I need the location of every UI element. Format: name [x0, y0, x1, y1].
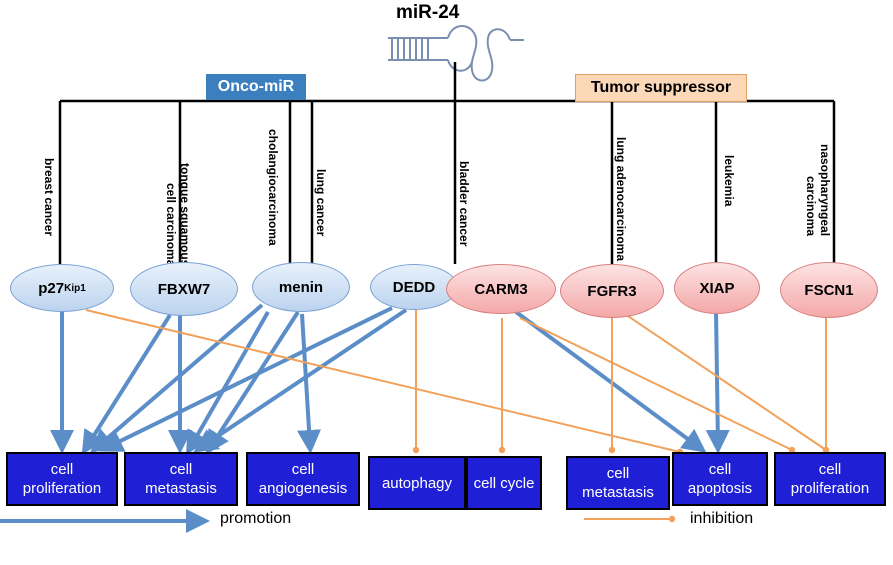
promotion-arrows — [0, 303, 730, 533]
cancer-label-nasopharyngeal: nasopharyngeal carcinoma — [804, 143, 832, 236]
tumor-suppressor-tag: Tumor suppressor — [575, 74, 747, 102]
gene-node-xiap: XIAP — [674, 262, 760, 314]
cancer-label-breast: breast cancer — [42, 157, 56, 236]
gene-node-fscn1: FSCN1 — [780, 262, 878, 318]
gene-label-p27: p27 — [38, 279, 65, 297]
gene-label-fscn1: FSCN1 — [804, 281, 854, 299]
cancer-label-cholangio: cholangiocarcinoma — [266, 129, 280, 246]
gene-label-carm3: CARM3 — [474, 280, 528, 298]
outcome-cell-apoptosis: cell apoptosis — [672, 452, 768, 506]
inhibition-lines — [85, 309, 830, 523]
gene-label-p27-superscript: Kip1 — [64, 282, 86, 294]
outcome-cell-metastasis-onco: cell metastasis — [124, 452, 238, 506]
gene-label-dedd: DEDD — [392, 278, 436, 296]
outcome-cell-proliferation-suppressor: cell proliferation — [774, 452, 886, 506]
gene-label-menin: menin — [278, 278, 324, 296]
gene-label-xiap: XIAP — [699, 279, 735, 297]
gene-node-menin: menin — [252, 262, 350, 312]
gene-node-carm3: CARM3 — [446, 264, 556, 314]
mirna-title: miR-24 — [396, 2, 460, 23]
cancer-label-bladder: bladder cancer — [457, 160, 471, 246]
outcome-cell-metastasis-suppressor: cell metastasis — [566, 456, 670, 510]
outcome-autophagy: autophagy — [368, 456, 466, 510]
legend-promotion-label: promotion — [220, 510, 292, 527]
outcome-cell-angiogenesis: cell angiogenesis — [246, 452, 360, 506]
gene-label-fgfr3: FGFR3 — [587, 282, 637, 300]
gene-node-fgfr3: FGFR3 — [560, 264, 664, 318]
onco-mir-tag: Onco-miR — [206, 74, 306, 100]
outcome-cell-cycle: cell cycle — [466, 456, 542, 510]
mirna-hairpin-icon — [388, 25, 524, 82]
gene-label-fbxw7: FBXW7 — [157, 280, 211, 298]
cancer-label-lung-adeno: lung adenocarcinoma — [614, 136, 628, 261]
gene-node-fbxw7: FBXW7 — [130, 262, 238, 316]
cancer-label-tongue: tongue squamous cell carcinoma — [164, 162, 192, 266]
legend-inhibition-label: inhibition — [690, 510, 754, 527]
cancer-label-lung: lung cancer — [314, 168, 328, 236]
gene-node-dedd: DEDD — [370, 264, 458, 310]
cancer-label-leukemia: leukemia — [722, 154, 736, 206]
outcome-cell-proliferation-onco: cell proliferation — [6, 452, 118, 506]
